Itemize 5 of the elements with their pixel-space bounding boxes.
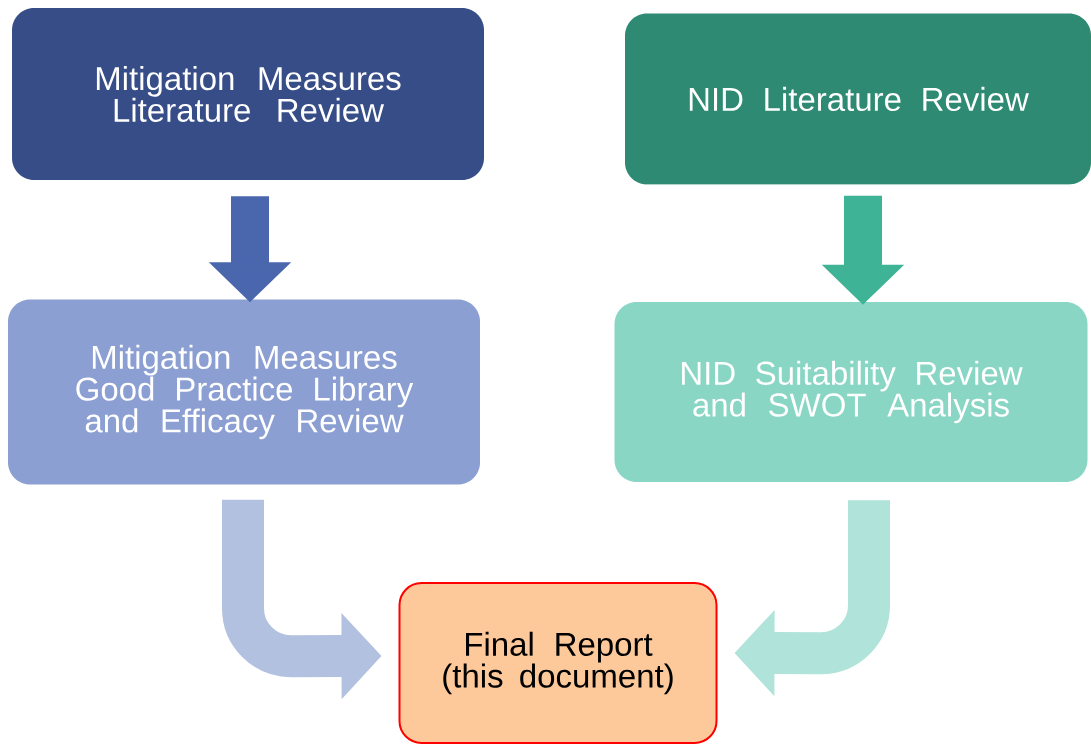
process-box: NID Suitability Review and SWOT Analysis <box>614 302 1088 482</box>
process-box: NID Literature Review <box>625 13 1091 185</box>
process-box: Mitigation Measures Literature Review <box>12 8 484 180</box>
process-box: Mitigation Measures Good Practice Library and Efficacy Review <box>8 299 480 485</box>
report-box: Final Report (this document) <box>398 582 718 744</box>
